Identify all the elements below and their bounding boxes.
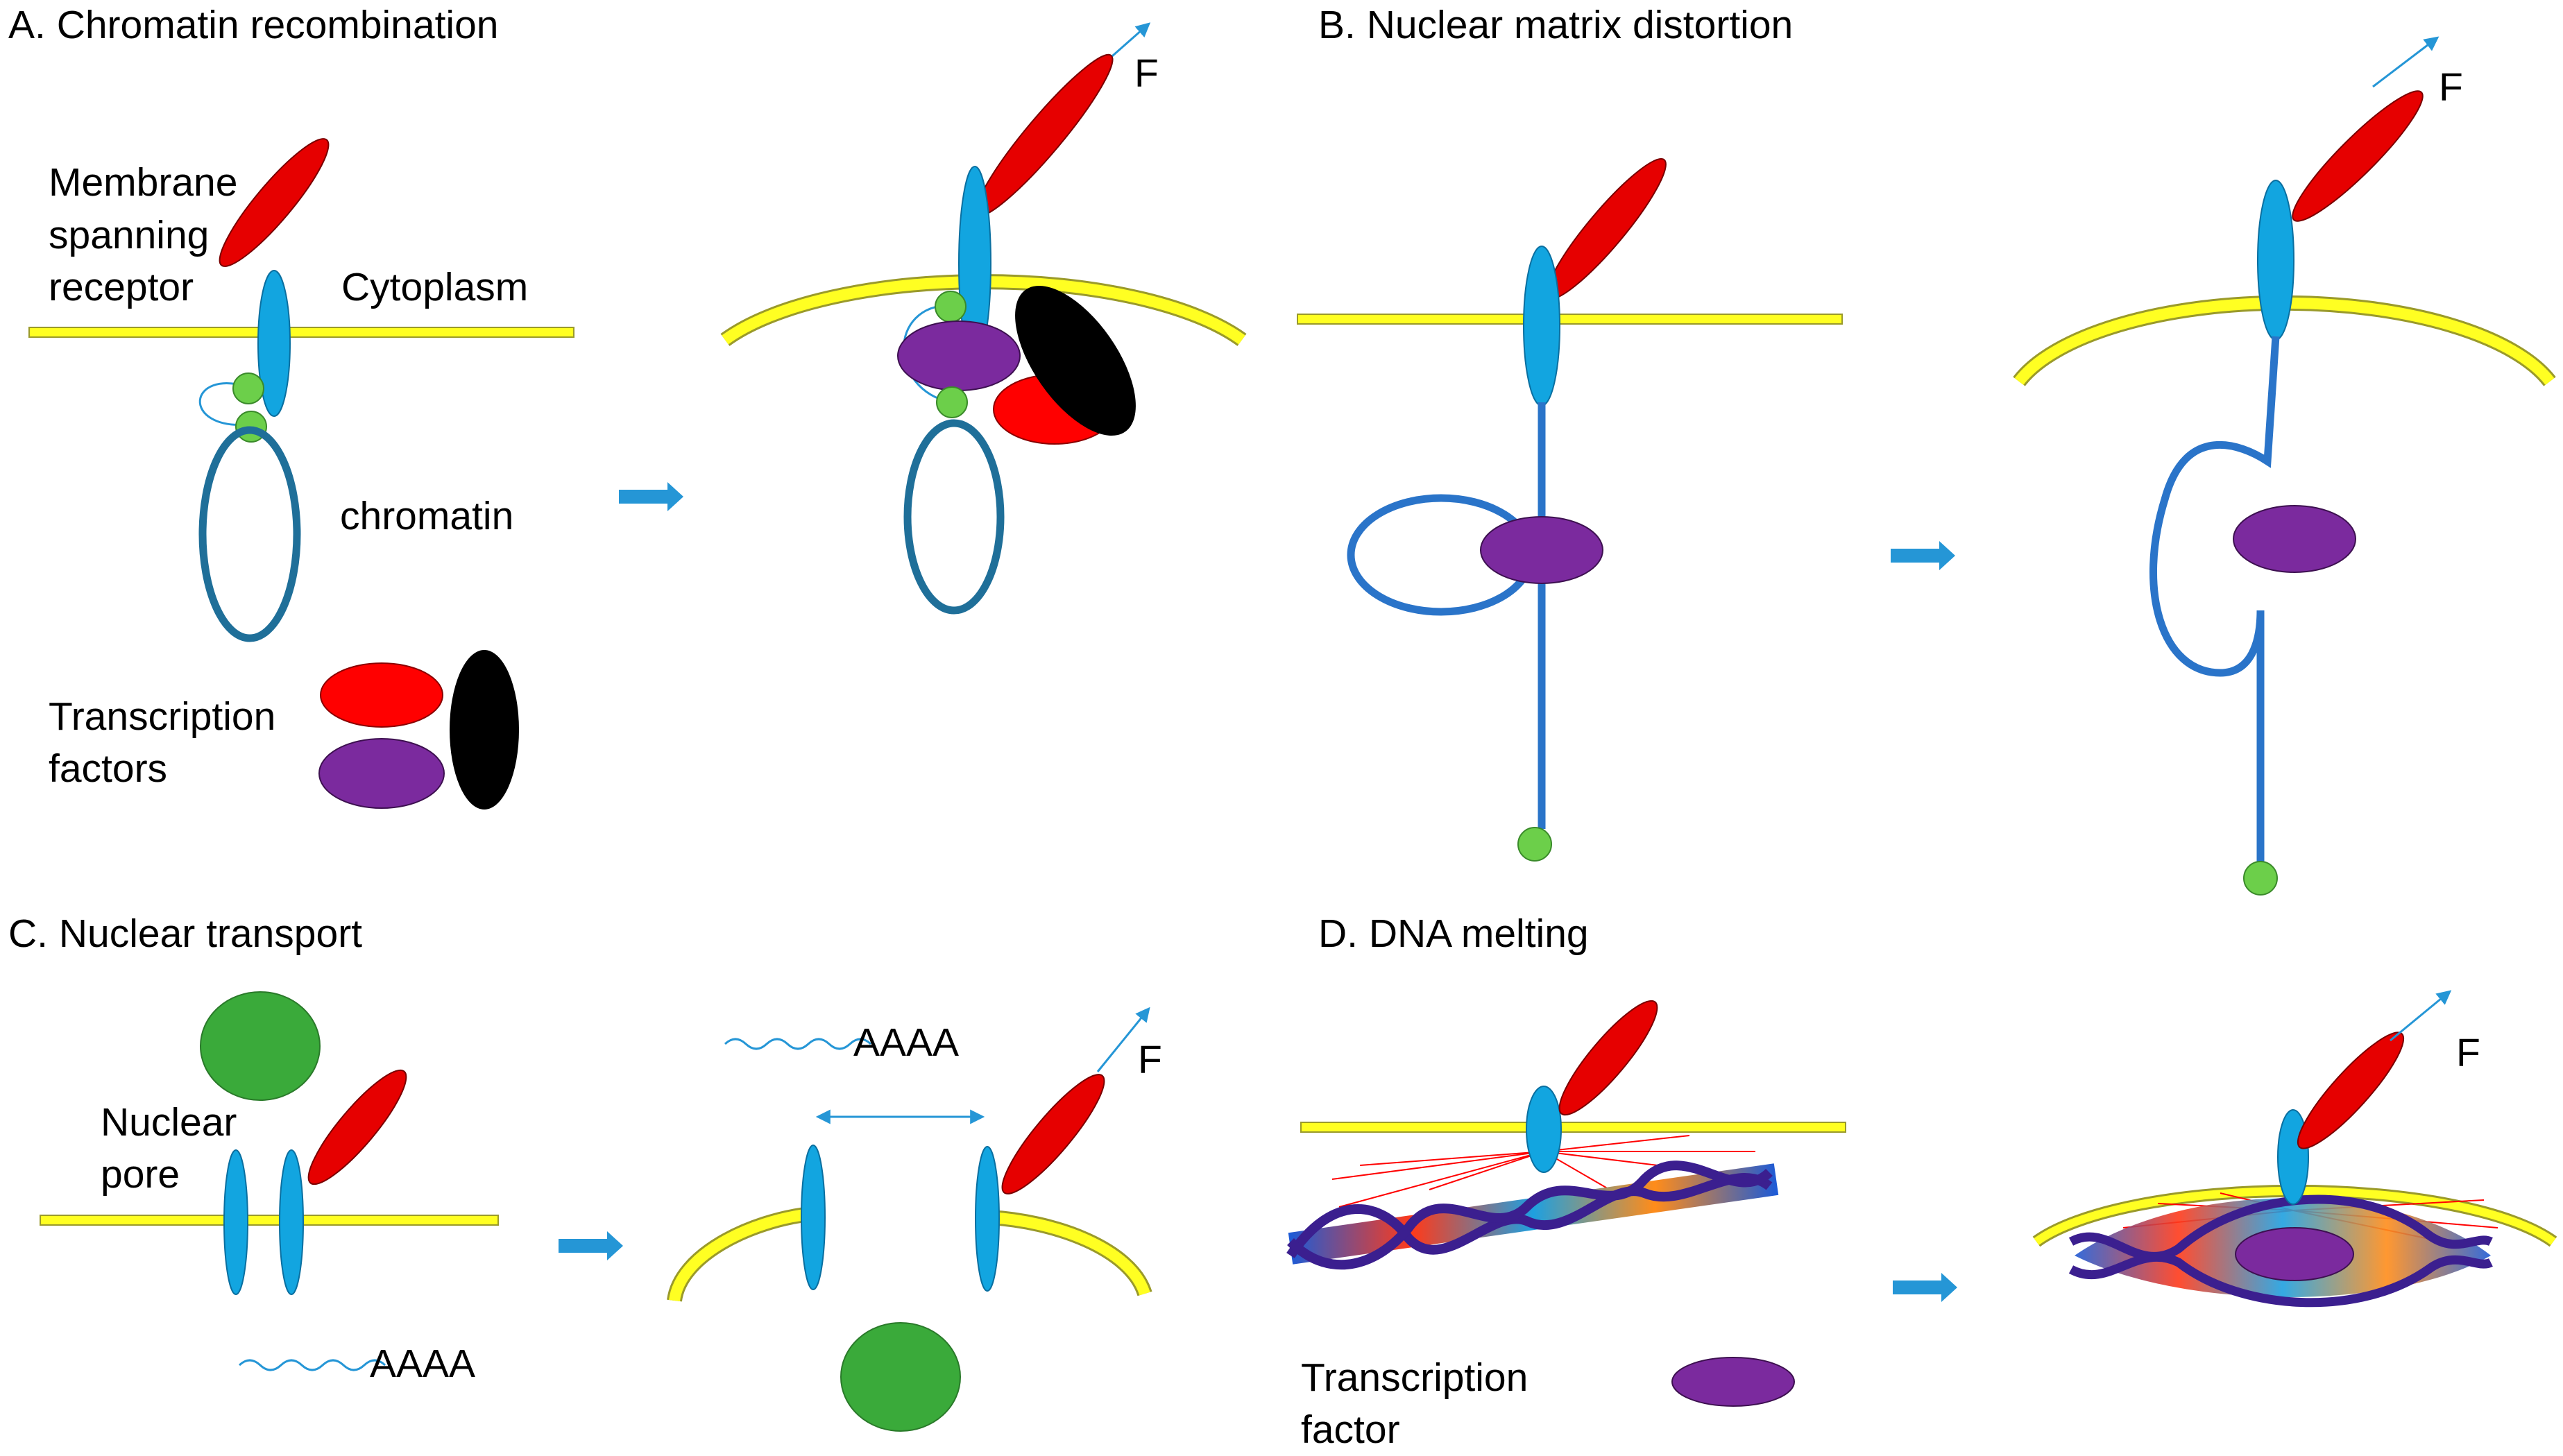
membrane-receptor — [257, 270, 291, 417]
anchor-protein — [2243, 861, 2278, 896]
nuclear-envelope-right — [988, 1212, 1150, 1296]
label-factors: factors — [49, 746, 167, 791]
label-transcription: Transcription — [49, 694, 275, 739]
integrin-red — [307, 1069, 407, 1185]
nuclear-envelope-left — [669, 1208, 811, 1302]
panel-d: D. DNA melting Transcription factor — [1286, 911, 2557, 1452]
membrane-receptor — [1526, 1086, 1562, 1173]
force-label: F — [1134, 51, 1159, 96]
integrin-red — [975, 53, 1114, 217]
panel-d-title: D. DNA melting — [1318, 911, 1589, 956]
membrane-receptor — [2257, 180, 2294, 341]
cargo-protein — [200, 991, 321, 1101]
mrna-wave-icon — [238, 1359, 386, 1371]
tf-black — [450, 650, 519, 810]
integrin-red — [2297, 1031, 2405, 1149]
right-arrow-icon — [619, 482, 683, 511]
label-chromatin: chromatin — [340, 494, 513, 538]
panel-b: B. Nuclear matrix distortion F — [1297, 3, 2556, 896]
integrin-red — [219, 138, 330, 267]
force-label: F — [1138, 1038, 1162, 1082]
tf-purple — [318, 738, 445, 809]
membrane-receptor — [1523, 246, 1560, 406]
tf-purple — [897, 320, 1021, 391]
panel-c-title: C. Nuclear transport — [8, 911, 362, 956]
label-pore: pore — [101, 1152, 180, 1197]
chromatin-loop — [903, 419, 1005, 615]
nuclear-pore-protein — [223, 1149, 248, 1295]
right-arrow-icon — [559, 1231, 623, 1260]
force-label: F — [2439, 65, 2463, 110]
tf-purple — [2235, 1227, 2354, 1281]
force-label: F — [2456, 1031, 2480, 1075]
cell-membrane — [1300, 1122, 1846, 1133]
label-spanning: spanning — [49, 213, 209, 257]
force-arrow-icon — [1096, 1007, 1150, 1072]
nuclear-membrane — [40, 1215, 499, 1226]
distorted-chromatin-loop — [2149, 336, 2280, 867]
force-lines — [1331, 1135, 1755, 1208]
right-arrow-icon — [1893, 1273, 1957, 1302]
force-arrow-icon — [2390, 990, 2452, 1042]
integrin-red — [2292, 90, 2424, 222]
chromatin-loop — [198, 426, 301, 642]
tf-purple — [1671, 1357, 1795, 1407]
label-transcription: Transcription — [1301, 1355, 1528, 1400]
linker-protein — [936, 386, 968, 418]
label-membrane: Membrane — [49, 160, 237, 205]
cell-membrane — [1297, 314, 1843, 325]
panel-c: C. Nuclear transport Nuclear pore AAAA A… — [8, 911, 1162, 1432]
right-arrow-icon — [1891, 541, 1955, 570]
linker-protein — [232, 372, 264, 404]
panel-a: A. Chromatin recombination Membrane span… — [8, 3, 1247, 810]
nuclear-pore-protein — [279, 1149, 304, 1295]
mrna-polya-after: AAAA — [853, 1020, 959, 1065]
label-receptor: receptor — [49, 265, 194, 309]
force-arrow-icon — [2372, 36, 2439, 88]
label-cytoplasm: Cytoplasm — [341, 265, 528, 309]
label-factor: factor — [1301, 1407, 1400, 1452]
panel-b-title: B. Nuclear matrix distortion — [1318, 3, 1793, 47]
mrna-polya-before: AAAA — [370, 1342, 475, 1386]
nuclear-pore-protein — [801, 1145, 826, 1290]
integrin-red — [1001, 1074, 1105, 1194]
linker-protein — [935, 291, 967, 323]
tf-purple — [2233, 505, 2356, 573]
tf-black — [1015, 285, 1136, 436]
cell-membrane — [28, 327, 574, 338]
label-nuclear: Nuclear — [101, 1100, 237, 1145]
mrna-wave-icon — [724, 1038, 872, 1050]
tf-red — [320, 662, 443, 728]
dna-helix-icon — [1286, 1160, 1779, 1270]
tf-purple — [1480, 516, 1603, 584]
cargo-protein — [840, 1322, 961, 1432]
anchor-protein — [1517, 827, 1552, 862]
chromatin-tether — [198, 382, 249, 426]
panel-a-title: A. Chromatin recombination — [8, 3, 499, 47]
integrin-red — [1558, 1000, 1658, 1116]
nuclear-pore-protein — [975, 1146, 1000, 1292]
